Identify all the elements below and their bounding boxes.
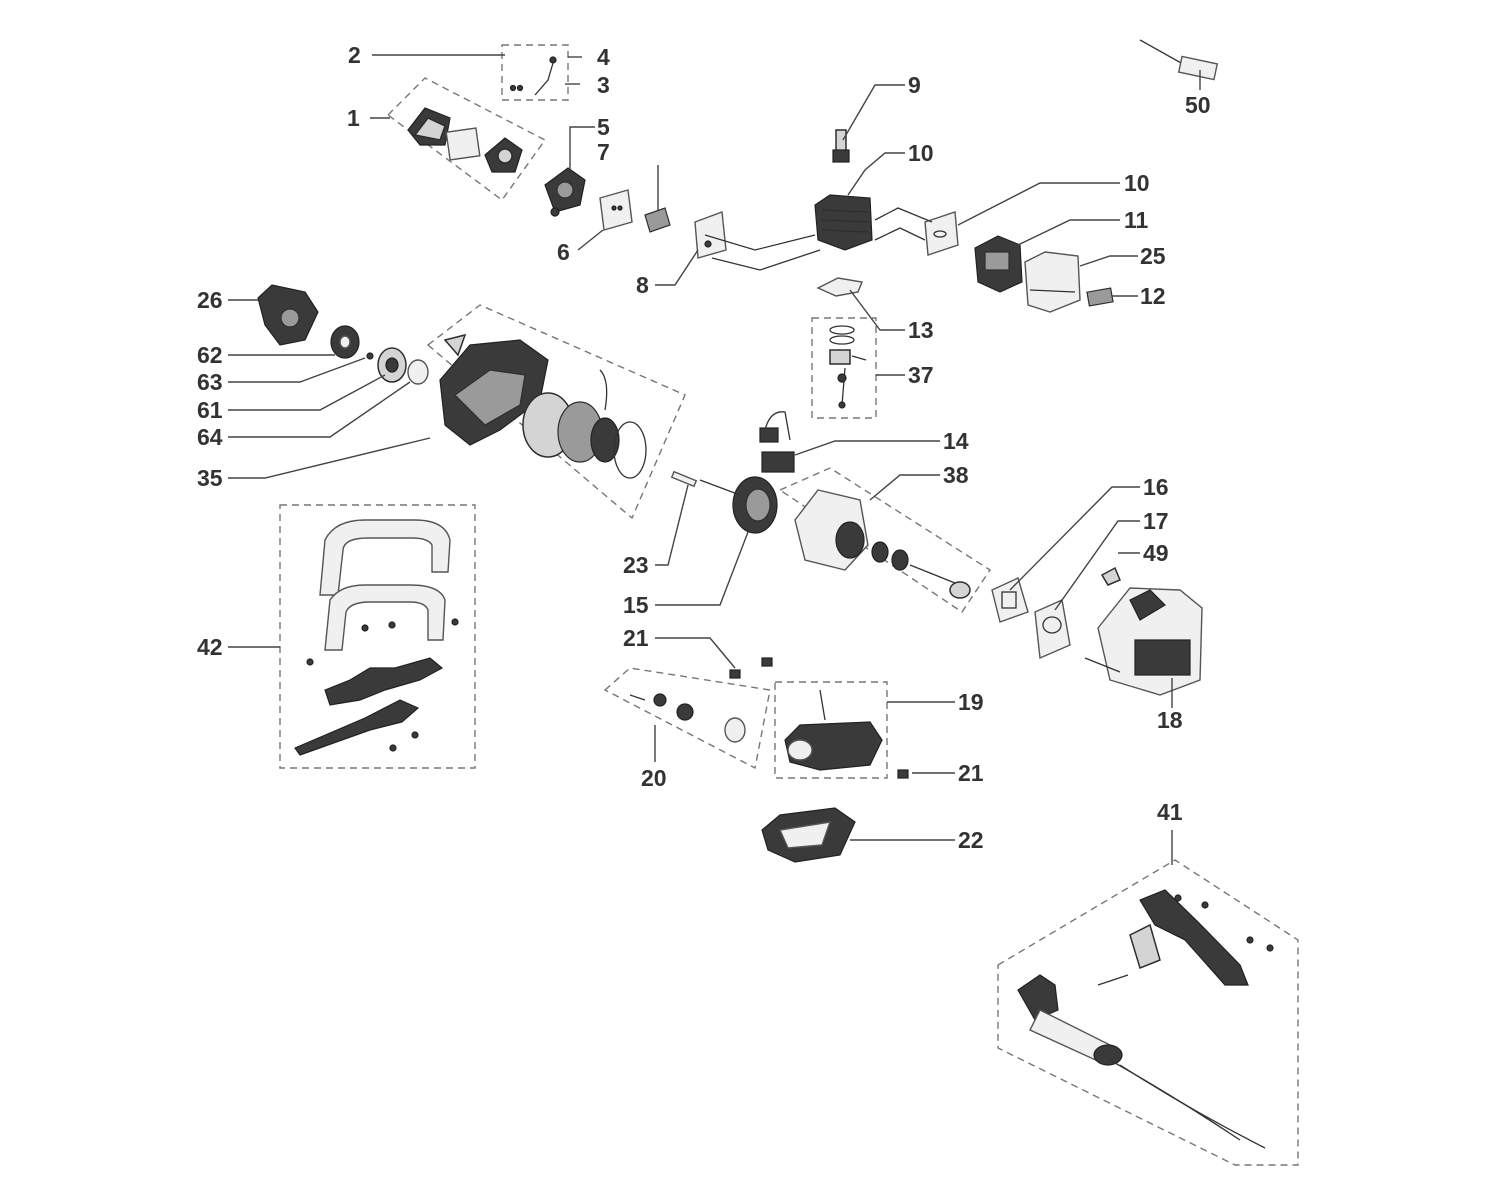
part-49-knob [1100,566,1121,586]
label-64: 64 [197,424,223,450]
part-6-gasket [599,189,633,231]
label-14: 14 [943,428,969,454]
part-35-starter [439,333,647,479]
part-intake [644,165,671,233]
label-7: 7 [597,139,610,165]
parts-62-61-64-discs [330,325,429,385]
label-3: 3 [597,72,610,98]
label-62: 62 [197,342,223,368]
part-23-shaft [670,470,698,488]
outline-piston-37 [811,317,877,419]
part-22-guard [761,807,856,863]
label-1: 1 [347,105,360,131]
part-11-muffler [974,235,1023,293]
label-23: 23 [623,552,649,578]
part-10-cylinder [814,194,873,251]
group-outlines [279,44,1299,1166]
label-21-top: 21 [623,625,649,651]
label-19: 19 [958,689,984,715]
part-26-gear-head [257,284,319,346]
label-11: 11 [1124,207,1149,233]
label-26: 26 [197,287,223,313]
part-20-fuel-parts [629,693,746,743]
label-10-plate: 10 [1124,170,1150,196]
part-38-crankcase [794,489,971,599]
part-16-gasket [991,577,1029,623]
part-37-piston [829,325,867,409]
part-25-muffler-cover [1024,251,1081,313]
part-14-ignition-coil [759,411,795,473]
part-15-flywheel [699,476,778,534]
part-9-spark-plug [832,129,850,163]
label-8: 8 [636,272,649,298]
outline-parts-3-4 [501,44,569,101]
label-12: 12 [1140,283,1166,309]
outline-handle-42 [279,504,476,769]
label-37: 37 [908,362,934,388]
label-38: 38 [943,462,969,488]
part-10-plate [924,211,959,256]
part-5-7-carburetor [544,167,586,217]
label-10-cylinder: 10 [908,140,934,166]
leader-lines [228,54,1201,865]
label-18: 18 [1157,707,1183,733]
part-42-handle [294,519,459,756]
label-22: 22 [958,827,984,853]
label-42: 42 [197,634,223,660]
part-number-labels: 1 2 3 4 5 7 6 8 9 10 10 11 25 12 13 37 5… [197,42,1211,853]
part-18-engine-cover [1084,587,1203,696]
label-21-bottom: 21 [958,760,984,786]
label-15: 15 [623,592,649,618]
label-13: 13 [908,317,934,343]
label-6: 6 [557,239,570,265]
part-41-throttle [1017,889,1274,1149]
part-13-gasket [816,277,863,297]
part-17-plate [1034,598,1071,660]
label-63: 63 [197,369,223,395]
label-41: 41 [1157,799,1183,825]
part-1-air-filter [407,107,523,173]
assembly-lines-top [704,207,933,271]
part-3-4-screws [509,56,557,96]
label-61: 61 [197,397,223,423]
label-20: 20 [641,765,667,791]
part-8-plate [694,211,727,259]
label-35: 35 [197,465,223,491]
outline-crankcase-38 [778,467,991,613]
label-16: 16 [1143,474,1169,500]
label-9: 9 [908,72,921,98]
label-2: 2 [348,42,361,68]
label-49: 49 [1143,540,1169,566]
outline-tank-19 [774,681,888,779]
label-25: 25 [1140,243,1166,269]
part-12 [1086,287,1114,307]
outline-starter-35 [426,304,686,520]
label-5: 5 [597,114,610,140]
label-17: 17 [1143,508,1169,534]
part-50-tool [1139,39,1219,81]
outline-throttle-41 [997,859,1299,1166]
part-21-nuts [729,657,909,779]
label-4: 4 [597,44,610,70]
part-19-fuel-tank [784,689,883,771]
label-50: 50 [1185,92,1211,118]
